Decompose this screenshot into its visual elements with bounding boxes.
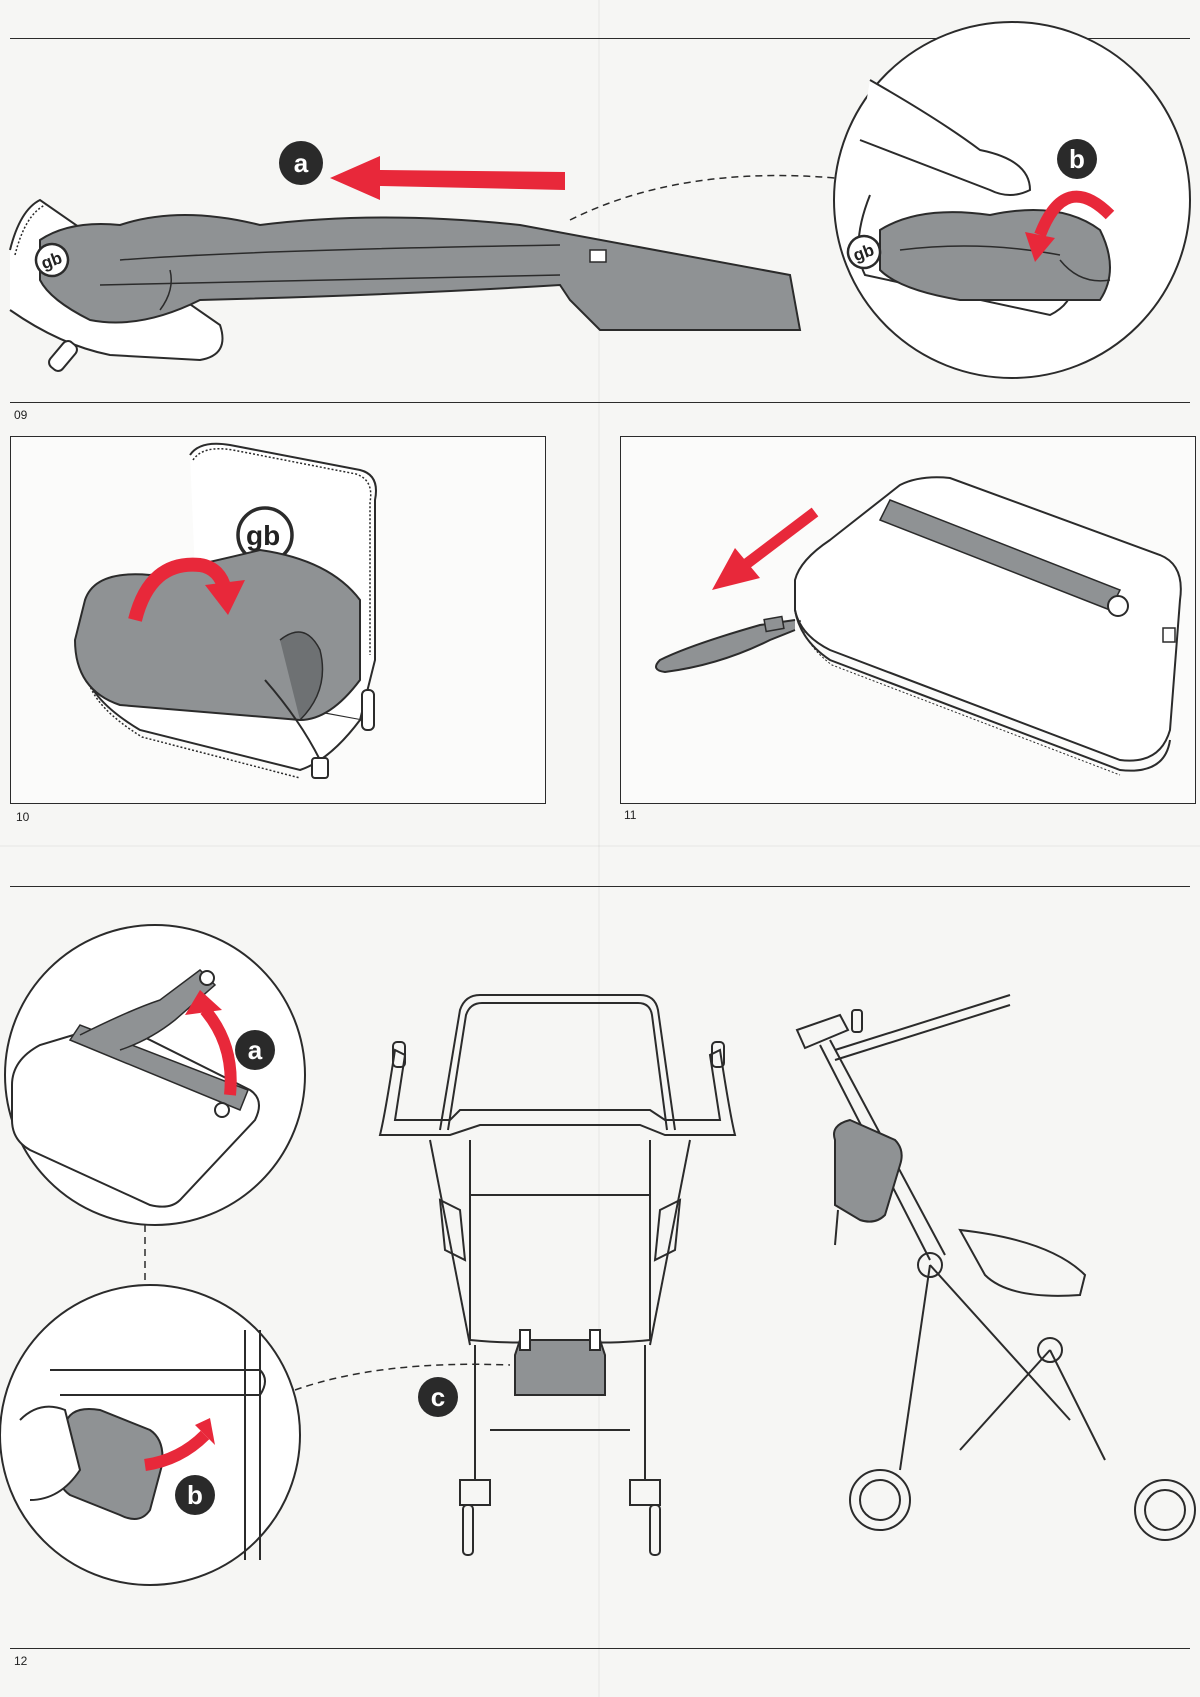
step-12-number: 12 xyxy=(14,1654,28,1668)
packed-case xyxy=(794,476,1182,762)
step-11-illustration xyxy=(655,476,1182,776)
step-09-bottom-rule xyxy=(10,402,1190,403)
zipper-pull xyxy=(48,340,78,372)
badge-a: a xyxy=(279,141,323,185)
step-09-top-rule xyxy=(10,38,1190,39)
step-09-illustration: gb a gb b xyxy=(9,21,1191,379)
step-11-number: 11 xyxy=(624,808,637,822)
push-arrow xyxy=(330,156,565,200)
detail-circle-b: b xyxy=(0,1284,301,1586)
badge-12-a: a xyxy=(235,1030,275,1070)
hand xyxy=(859,79,1032,196)
step-09-number: 09 xyxy=(14,408,28,422)
step-10-number: 10 xyxy=(16,810,30,824)
gb-logo: gb xyxy=(34,242,70,278)
wrist-strap xyxy=(655,619,796,674)
svg-text:b: b xyxy=(187,1480,203,1510)
stroller-front-view xyxy=(378,994,737,1556)
svg-text:a: a xyxy=(248,1035,263,1065)
detail-circle-a: a xyxy=(4,924,306,1226)
rolled-fabric xyxy=(879,209,1111,301)
badge-b: b xyxy=(1057,139,1097,179)
step-12-bottom-rule xyxy=(10,1648,1190,1649)
canopy-fabric xyxy=(39,214,802,331)
step-12-top-rule xyxy=(10,886,1190,887)
badge-12-c: c xyxy=(418,1377,458,1417)
stroller-side-view xyxy=(795,994,1196,1541)
detail-circle-b: gb b xyxy=(833,21,1191,379)
svg-text:c: c xyxy=(431,1382,445,1412)
svg-text:gb: gb xyxy=(246,520,280,551)
step-10-illustration: gb xyxy=(73,442,377,779)
svg-text:a: a xyxy=(294,148,309,178)
svg-text:b: b xyxy=(1069,144,1085,174)
badge-12-b: b xyxy=(175,1475,215,1515)
